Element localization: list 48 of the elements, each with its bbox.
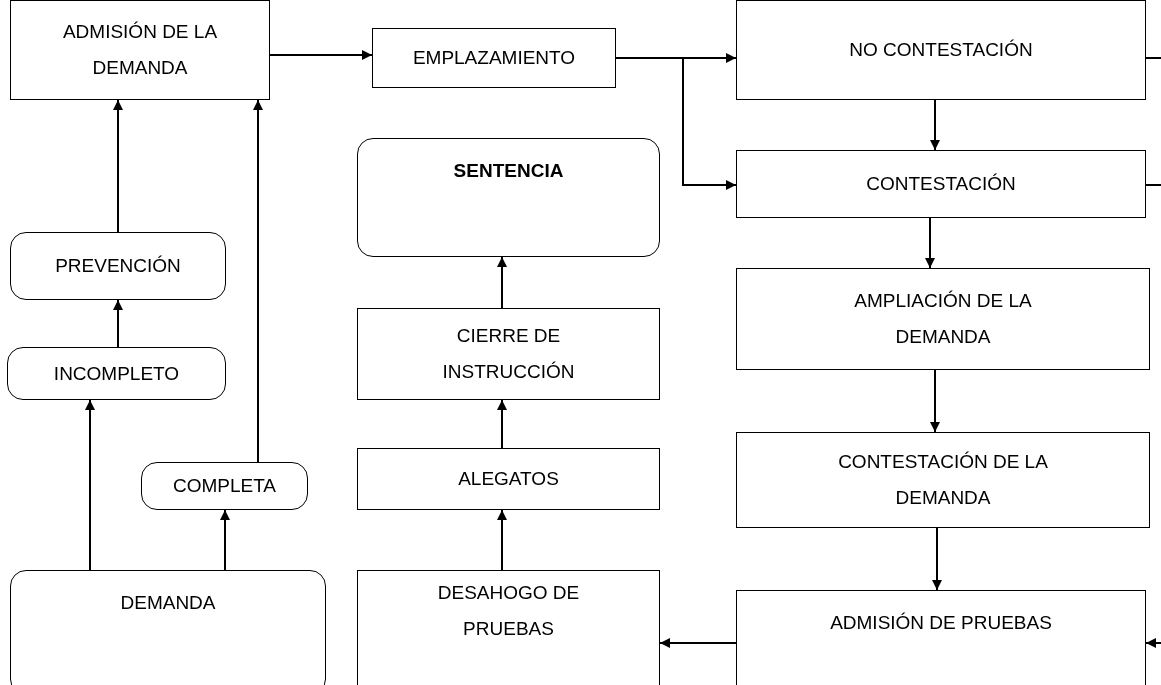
rounded-box [10,570,326,685]
process-box [736,432,1150,528]
connector-line [1145,57,1161,59]
process-box [357,308,660,400]
node-label: ALEGATOS [457,467,560,491]
arrow [925,217,935,269]
process-box [736,590,1146,685]
arrow [85,399,95,571]
node-label: EMPLAZAMIENTO [411,46,577,70]
node-label: INCOMPLETO [52,361,181,386]
arrow [932,527,942,591]
process-box [736,150,1146,218]
rounded-box [7,347,226,400]
rounded-box [10,232,226,300]
arrow [659,638,737,648]
arrow [497,256,507,309]
process-box [736,268,1150,370]
rounded-box [357,138,660,257]
node-label: ADMISIÓN DE PRUEBAS [829,611,1053,635]
arrow [113,299,123,348]
node-label: CONTESTACIÓN DE LA DEMANDA [837,450,1049,510]
process-box [357,448,660,510]
arrow [615,57,737,190]
node-label: CONTESTACIÓN [865,172,1017,196]
arrow [253,99,263,463]
node-label: NO CONTESTACIÓN [848,38,1034,62]
connector-line [1145,184,1161,186]
arrow [497,509,507,571]
node-label: COMPLETA [171,474,278,498]
arrow [1145,638,1161,648]
process-box [357,570,660,685]
node-label: CIERRE DE INSTRUCCIÓN [441,324,576,384]
arrow [497,399,507,449]
node-label: AMPLIACIÓN DE LA DEMANDA [853,289,1033,349]
node-label: SENTENCIA [452,159,565,183]
node-label: DEMANDA [119,591,217,615]
arrow [220,509,230,571]
process-box [736,0,1146,100]
node-label: DESAHOGO DE PRUEBAS [436,581,581,641]
arrow [269,50,373,60]
node-label: ADMISIÓN DE LA DEMANDA [61,20,219,80]
arrow [930,369,940,433]
process-box [372,28,616,88]
arrow [113,99,123,233]
node-label: PREVENCIÓN [54,254,182,278]
rounded-box [141,462,308,510]
process-box [10,0,270,100]
arrow [930,99,940,151]
